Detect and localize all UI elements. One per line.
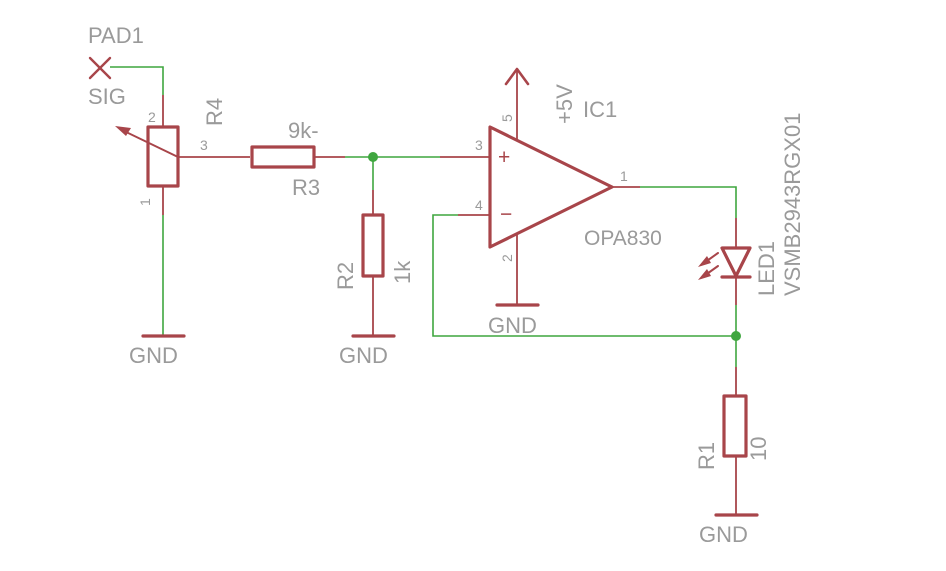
ground-label: GND	[699, 522, 748, 547]
supply-arrow-icon	[504, 67, 530, 86]
wire-output-to-led	[640, 186, 737, 218]
ic1-name: IC1	[583, 97, 617, 122]
r1-name: R1	[694, 442, 719, 470]
led1-value: VSMB2943RGX01	[780, 113, 805, 296]
ground-r2[interactable]: GND	[339, 334, 396, 368]
r4-pin2-number: 2	[148, 109, 156, 125]
wire-feedback	[432, 214, 736, 337]
r2-value: 1k	[390, 260, 415, 284]
r1-value: 10	[746, 437, 771, 461]
r4-wiper-arrowhead	[115, 126, 131, 136]
r2-body	[361, 213, 385, 278]
led1-triangle	[720, 246, 752, 278]
r4-body	[146, 125, 180, 188]
ground-ic1[interactable]: GND	[488, 303, 540, 338]
r4-wiper-arrow-shaft	[123, 130, 179, 158]
r2-name: R2	[333, 262, 358, 290]
ic1-plus-sign: +	[498, 146, 510, 169]
ic1-minus-sign: −	[500, 203, 512, 226]
ic1-pin3-number: 3	[475, 137, 483, 153]
pad1-name: PAD1	[88, 23, 144, 48]
ic1-pin1-number: 1	[620, 168, 628, 184]
ground-r4[interactable]: GND	[129, 334, 186, 368]
supply-label: +5V	[552, 84, 577, 124]
pad1[interactable]: PAD1 SIG	[88, 23, 144, 109]
ground-label: GND	[339, 343, 388, 368]
ic1-pin2-number: 2	[499, 254, 515, 262]
ic1-triangle	[488, 125, 614, 249]
r3-body	[250, 145, 316, 169]
junction-feedback	[731, 331, 741, 341]
junction-r3-r2	[368, 152, 378, 162]
ic1-value: OPA830	[584, 227, 662, 250]
wire-pad-to-r4	[110, 66, 164, 95]
ic1-pin4-number: 4	[475, 197, 483, 213]
r4-name: R4	[202, 98, 227, 126]
r3-name: R3	[292, 175, 320, 200]
pad1-cross-b	[88, 56, 112, 80]
r2-resistor[interactable]: R2 1k	[333, 190, 415, 336]
r4-pin1-number: 1	[137, 198, 153, 206]
led1-name: LED1	[754, 241, 779, 296]
pad1-signal-label: SIG	[88, 84, 126, 109]
wires	[110, 66, 741, 367]
r3-value: 9k-	[288, 118, 319, 143]
ground-label: GND	[488, 313, 537, 338]
ground-r1[interactable]: GND	[699, 513, 759, 547]
r1-resistor[interactable]: R1 10	[694, 367, 771, 515]
supply-5v[interactable]: +5V	[504, 67, 577, 124]
ground-label: GND	[129, 343, 178, 368]
r3-resistor[interactable]: 9k- R3	[250, 118, 345, 200]
r4-potentiometer[interactable]: 2 1 3 R4	[115, 95, 250, 215]
led1[interactable]: LED1 VSMB2943RGX01	[698, 113, 805, 305]
led1-light-arrowhead-1	[698, 256, 711, 267]
ic1-opamp[interactable]: + − 3 4 1 5 2 IC1 OPA830	[440, 69, 662, 305]
r1-body	[722, 394, 748, 458]
ic1-pin5-number: 5	[499, 114, 515, 122]
led1-light-arrowhead-2	[698, 269, 711, 280]
r4-pin3-number: 3	[200, 137, 208, 153]
